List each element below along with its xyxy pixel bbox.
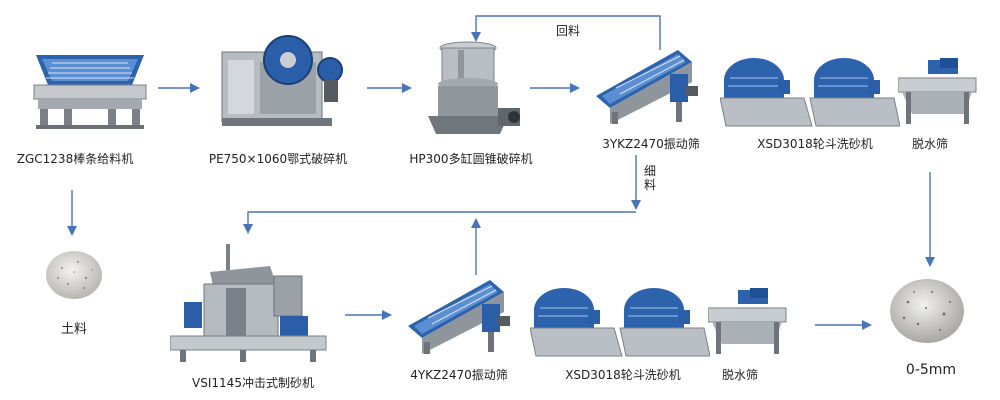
product-pile-image (890, 279, 964, 343)
dewater-screen-machine-bottom (708, 288, 787, 354)
label-soil: 土料 (60, 322, 87, 337)
soil-pile-image (46, 251, 102, 299)
vsi-sand-maker-machine (170, 244, 327, 362)
sand-washer-machine-bottom (530, 288, 710, 357)
vibrating-screen-machine-bottom (408, 280, 510, 354)
label-sand-maker: VSI1145冲击式制砂机 (192, 376, 314, 390)
label-sand-washer-bottom: XSD3018轮斗洗砂机 (565, 368, 681, 382)
label-cone-crusher: HP300多缸圆锥破碎机 (409, 152, 533, 166)
label-screen-bottom: 4YKZ2470振动筛 (410, 368, 508, 382)
label-product: 0-5mm (905, 362, 957, 378)
label-fine-1: 细 (643, 164, 656, 178)
label-return: 回料 (555, 24, 580, 38)
sand-washer-machine-top (720, 58, 900, 127)
arrow-to-vsi (243, 211, 636, 234)
arrow-return-loop (471, 15, 661, 50)
feeder-machine (33, 55, 147, 129)
vibrating-screen-machine-top (596, 50, 698, 124)
cone-crusher-machine (428, 41, 520, 134)
label-dewater-top: 脱水筛 (911, 137, 948, 151)
jaw-crusher-machine (221, 35, 343, 126)
label-fine-2: 料 (643, 178, 656, 192)
label-jaw-crusher: PE750×1060鄂式破碎机 (208, 152, 348, 166)
dewater-screen-machine-top (898, 58, 977, 124)
label-dewater-bottom: 脱水筛 (721, 368, 758, 382)
label-screen-top: 3YKZ2470振动筛 (602, 137, 700, 151)
label-sand-washer-top: XSD3018轮斗洗砂机 (757, 137, 873, 151)
label-feeder: ZGC1238棒条给料机 (16, 152, 134, 166)
